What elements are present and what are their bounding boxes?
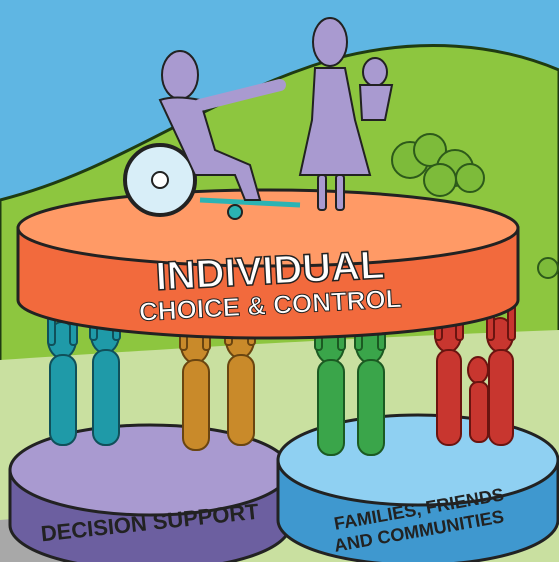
trees: [391, 133, 559, 279]
wheelchair-user: [123, 50, 301, 220]
families-base: [276, 413, 559, 562]
parent-with-baby: [298, 17, 394, 211]
decision-support-base: [8, 423, 292, 562]
